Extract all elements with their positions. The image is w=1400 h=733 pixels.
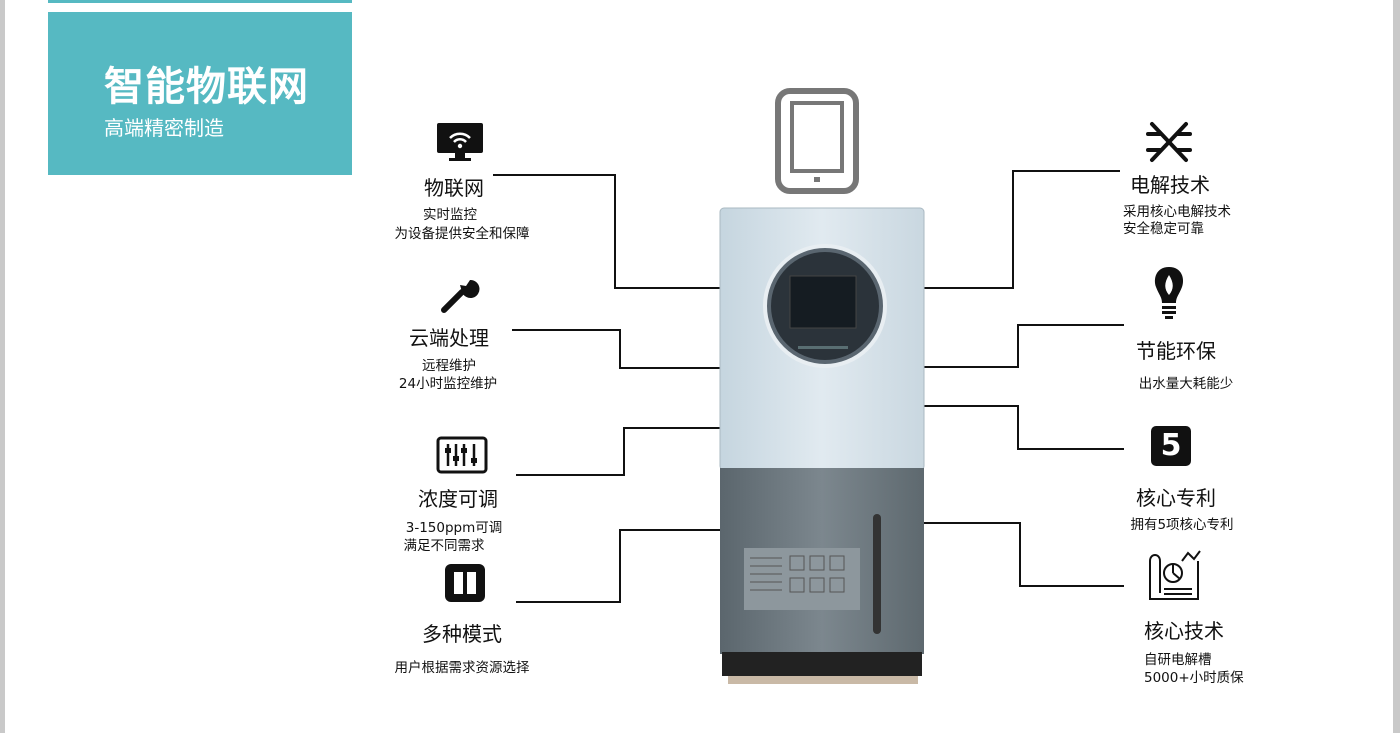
number-5-icon: 5 [1151, 426, 1191, 466]
feature-desc-modes-1: 用户根据需求资源选择 [394, 660, 530, 676]
feature-title-modes: 多种模式 [422, 622, 502, 646]
banner-title: 智能物联网 [104, 64, 309, 110]
mode-icon [445, 564, 485, 602]
electrolysis-icon [1146, 122, 1192, 162]
feature-desc-cloud-2: 24小时监控维护 [398, 376, 498, 392]
feature-desc-core-tech-2: 5000+小时质保 [1144, 670, 1244, 686]
feature-desc-core-tech-1: 自研电解槽 [1144, 652, 1212, 668]
feature-desc-energy-1: 出水量大耗能少 [1138, 376, 1234, 392]
connector-patent [924, 405, 1124, 450]
feature-title-patent: 核心专利 [1136, 486, 1216, 510]
bulb-icon [1154, 267, 1184, 319]
feature-desc-concentration-1: 3-150ppm可调 [405, 520, 503, 536]
wrench-icon [441, 279, 480, 313]
feature-desc-electrolysis-2: 安全稳定可靠 [1123, 221, 1204, 237]
connector-electrolysis [924, 170, 1120, 289]
device-image [719, 207, 925, 684]
connector-cloud [512, 329, 721, 369]
connector-core-tech [924, 522, 1124, 587]
accent-line [48, 0, 352, 3]
tablet-icon [775, 88, 859, 194]
title-banner: 智能物联网 高端精密制造 [48, 12, 352, 175]
feature-title-iot: 物联网 [424, 176, 484, 200]
blueprint-icon [1149, 550, 1201, 600]
feature-title-electrolysis: 电解技术 [1130, 173, 1210, 197]
feature-desc-electrolysis-1: 采用核心电解技术 [1123, 204, 1231, 220]
banner-subtitle: 高端精密制造 [104, 116, 224, 140]
feature-desc-iot-2: 为设备提供安全和保障 [394, 226, 530, 242]
connector-iot [493, 174, 721, 289]
connector-concentration [516, 427, 721, 476]
feature-desc-patent-1: 拥有5项核心专利 [1130, 517, 1234, 533]
feature-desc-cloud-1: 远程维护 [422, 358, 476, 374]
page-edge-left [0, 0, 5, 733]
connector-energy [924, 324, 1124, 368]
sliders-icon [436, 436, 488, 474]
feature-title-concentration: 浓度可调 [418, 487, 498, 511]
page-edge-right [1393, 0, 1400, 733]
feature-title-core-tech: 核心技术 [1144, 619, 1224, 643]
wifi-monitor-icon [437, 123, 483, 161]
feature-desc-iot-1: 实时监控 [423, 207, 477, 223]
connector-modes [516, 529, 721, 603]
feature-title-energy: 节能环保 [1136, 339, 1216, 363]
feature-title-cloud: 云端处理 [409, 326, 489, 350]
feature-desc-concentration-2: 满足不同需求 [403, 538, 485, 554]
